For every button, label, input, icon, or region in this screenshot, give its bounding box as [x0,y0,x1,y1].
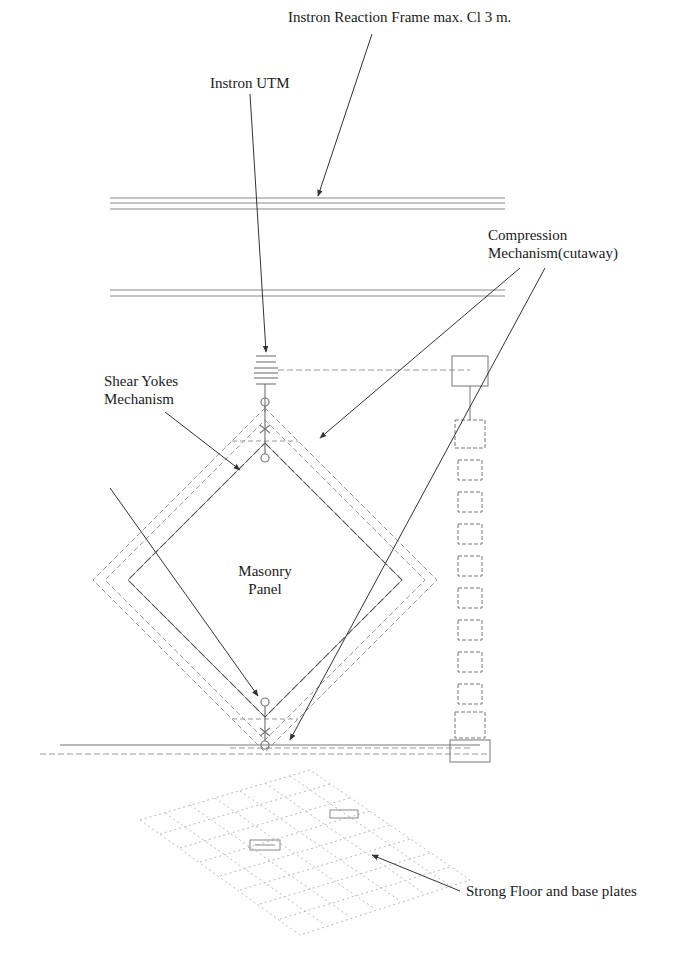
leader-arrow [110,34,545,891]
panel-diamond: Masonry Panel [128,443,402,717]
callout-label: Instron UTM [210,74,290,92]
side-elevation [450,356,490,762]
floor-line [60,745,480,746]
callout-label: Strong Floor and base plates [466,882,637,900]
diamond-outline [128,443,402,717]
utm-actuator [254,356,278,412]
strong-floor [140,770,470,935]
reaction-frame [110,198,505,296]
callout-label: Shear Yokes Mechanism [104,372,204,408]
base-plate [250,810,358,850]
callout-label: Instron Reaction Frame max. Cl 3 m. [288,8,511,26]
node-label: Masonry Panel [229,562,301,598]
compression-mechanism [93,408,437,752]
callout-label: Compression Mechanism(cutaway) [488,226,628,262]
shear-yokes [128,398,402,749]
node-text-holder: Masonry Panel [128,443,402,717]
projection-line [40,370,490,754]
